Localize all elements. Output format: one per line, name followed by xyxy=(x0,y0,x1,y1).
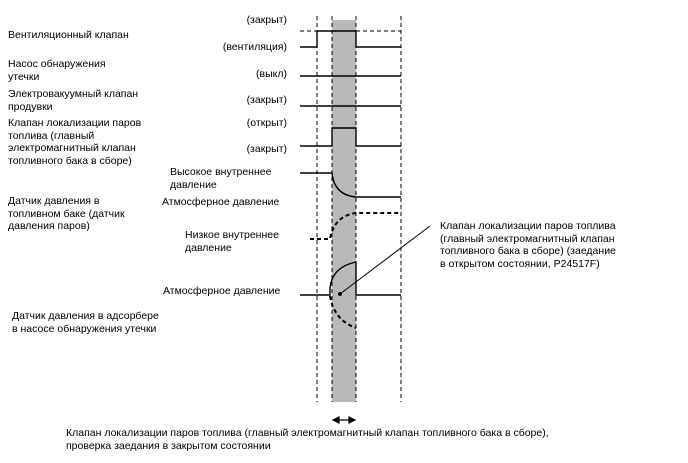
canister-pressure-waveform xyxy=(300,261,401,296)
time-span-arrowhead-left xyxy=(331,416,340,424)
tank-pressure-stuck-open-trace xyxy=(310,212,401,240)
state-high-pressure: Высокое внутреннее давление xyxy=(170,166,272,191)
check-window-band xyxy=(332,20,356,402)
time-span-arrowhead-right xyxy=(348,416,357,424)
label-leak-pump: Насос обнаружения утечки xyxy=(8,58,106,83)
state-atmospheric-canister: Атмосферное давление xyxy=(163,285,281,297)
label-vent-valve: Вентиляционный клапан xyxy=(8,29,129,41)
state-closed-vsv: (закрыт) xyxy=(246,94,287,106)
state-low-pressure: Низкое внутреннее давление xyxy=(185,229,279,254)
callout-stuck-open: Клапан локализации паров топлива (главны… xyxy=(440,220,616,270)
state-closed-vapor: (закрыт) xyxy=(246,143,287,155)
state-vent-mode: (вентиляция) xyxy=(222,41,287,53)
state-atmospheric-tank: Атмосферное давление xyxy=(162,196,280,208)
label-canister-pressure-sensor: Датчик давления в адсорбере в насосе обн… xyxy=(12,310,159,335)
callout-leader-line xyxy=(339,225,431,295)
label-tank-pressure-sensor: Датчик давления в топливном баке (датчик… xyxy=(8,195,125,232)
label-vsv-purge: Электровакуумный клапан продувки xyxy=(8,88,139,113)
state-closed-vent: (закрыт) xyxy=(246,14,287,26)
label-vapor-valve: Клапан локализации паров топлива (главны… xyxy=(8,117,142,167)
vent-valve-waveform xyxy=(300,30,401,48)
tank-pressure-waveform xyxy=(300,172,401,198)
canister-pressure-stuck-open-trace xyxy=(329,295,357,329)
vapor-valve-waveform xyxy=(300,127,401,147)
callout-marker-dot xyxy=(338,292,342,296)
state-off: (выкл) xyxy=(256,68,287,80)
diagram-caption: Клапан локализации паров топлива (главны… xyxy=(66,427,549,452)
state-open-vapor: (открыт) xyxy=(246,117,287,129)
